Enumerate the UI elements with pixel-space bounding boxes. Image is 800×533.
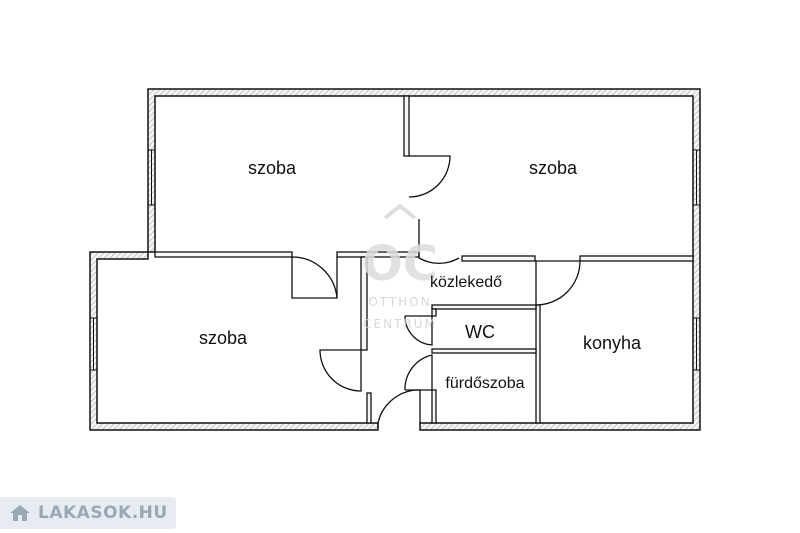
door-left-room: [291, 256, 338, 299]
watermark: OC OTTHON CENTRUM: [362, 203, 438, 331]
house-icon: [10, 505, 30, 521]
watermark-logo: OC: [362, 236, 438, 292]
room-label-top-left: szoba: [248, 158, 297, 178]
watermark-line2: CENTRUM: [363, 317, 437, 331]
door-top-right: [418, 219, 460, 265]
door-bathroom: [404, 354, 433, 391]
watermark-line1: OTTHON: [368, 295, 431, 309]
door-kitchen: [535, 260, 581, 306]
door-left-lower: [319, 349, 362, 392]
roof-icon: [383, 203, 417, 220]
exterior-walls: [89, 88, 701, 431]
site-badge[interactable]: LAKASOK.HU: [0, 497, 176, 529]
room-label-wc: WC: [465, 322, 495, 342]
room-label-left: szoba: [199, 328, 248, 348]
room-label-kitchen: konyha: [583, 333, 642, 353]
doors: [291, 155, 581, 428]
door-wc: [404, 315, 433, 346]
site-badge-text: LAKASOK.HU: [38, 503, 168, 523]
door-entrance: [377, 389, 421, 428]
room-label-hallway: közlekedő: [430, 274, 502, 291]
room-label-bathroom: fürdőszoba: [445, 375, 524, 392]
interior-walls: [154, 95, 694, 424]
door-top-left: [408, 155, 451, 198]
windows: [90, 149, 700, 371]
room-label-top-right: szoba: [529, 158, 578, 178]
